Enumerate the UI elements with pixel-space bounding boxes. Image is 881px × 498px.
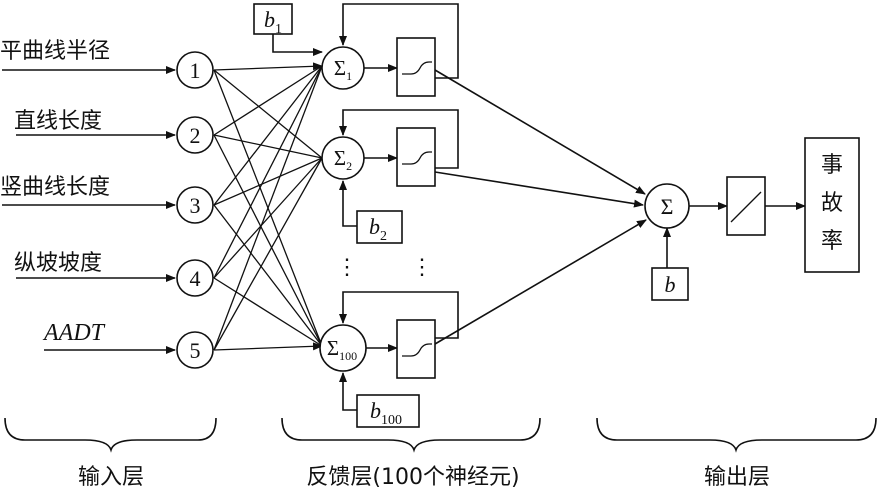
ellipsis-activation: ⋮ — [411, 254, 433, 279]
bias-box-1 — [253, 3, 293, 35]
input-node-4: 4 — [176, 259, 214, 297]
output-bias-box — [651, 267, 689, 301]
input-node-1-label: 1 — [190, 58, 201, 83]
input-label-3: 竖曲线长度 — [0, 175, 110, 200]
sum-label-100: Σ100 — [327, 336, 357, 363]
sigmoid-icon — [402, 151, 432, 165]
bias-label-1: b1 — [264, 7, 282, 37]
accident-rate-box — [804, 137, 860, 273]
bias-label-2: b2 — [369, 214, 387, 244]
hidden-neuron-2: Σ2 b2 — [321, 109, 459, 244]
sigmoid-icon — [402, 61, 432, 75]
sum-label-1: Σ1 — [334, 56, 352, 83]
bias-box-100 — [356, 394, 420, 428]
sigmoid-box-2 — [396, 127, 436, 187]
input-label-4: 纵坡坡度 — [14, 251, 102, 276]
sigmoid-box-100 — [396, 319, 436, 379]
output-sum-label: Σ — [661, 194, 674, 219]
accident-rate-char-2: 故 — [821, 191, 843, 216]
accident-rate-char-1: 事 — [821, 153, 843, 178]
hidden-output-connections — [434, 69, 647, 345]
input-label-5: AADT — [42, 320, 106, 346]
input-label-1: 平曲线半径 — [0, 39, 110, 64]
output-neuron: Σ b 事 故 率 — [644, 137, 860, 301]
accident-rate-char-3: 率 — [821, 229, 843, 254]
bias-box-2 — [356, 210, 403, 244]
ellipsis-sum: ⋮ — [336, 254, 358, 279]
input-layer-brace — [4, 417, 217, 453]
input-node-4-label: 4 — [190, 266, 201, 291]
linear-box — [726, 176, 766, 236]
output-layer-brace — [596, 417, 877, 453]
input-arrows — [2, 66, 176, 354]
input-node-1: 1 — [176, 51, 214, 89]
layer-braces — [4, 417, 877, 453]
hidden-layer-label: 反馈层(100个神经元) — [306, 465, 519, 490]
sigmoid-icon — [402, 343, 432, 357]
sigmoid-box-1 — [396, 37, 436, 97]
sum-label-2: Σ2 — [334, 146, 352, 173]
input-node-2: 2 — [176, 116, 214, 154]
input-layer-label: 输入层 — [78, 465, 144, 490]
input-node-3-label: 3 — [190, 193, 201, 218]
hidden-neuron-1: b1 Σ1 — [253, 3, 459, 97]
output-layer-label: 输出层 — [704, 465, 770, 490]
input-node-2-label: 2 — [190, 123, 201, 148]
bias-label-100: b100 — [370, 398, 402, 428]
input-node-3: 3 — [176, 186, 214, 224]
hidden-layer-brace — [281, 417, 541, 453]
input-node-5-label: 5 — [190, 338, 201, 363]
output-bias-label: b — [665, 272, 676, 297]
input-node-5: 5 — [176, 331, 214, 369]
input-label-2: 直线长度 — [14, 109, 102, 134]
input-hidden-connections — [213, 62, 323, 351]
hidden-neuron-100: Σ100 b100 — [319, 291, 459, 428]
linear-icon — [730, 191, 762, 223]
